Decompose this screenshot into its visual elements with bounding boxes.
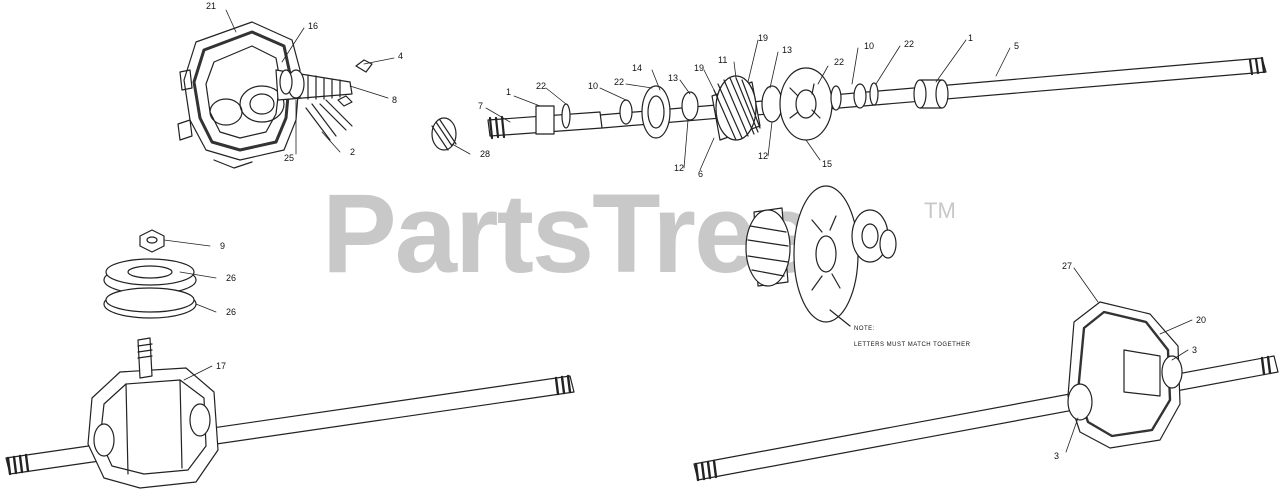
callout-11: 11 bbox=[718, 55, 728, 65]
callout-13: 13 bbox=[782, 45, 793, 55]
callout-22: 22 bbox=[904, 39, 915, 49]
callout-6: 6 bbox=[698, 169, 704, 179]
trademark-mark: TM bbox=[924, 198, 956, 223]
callout-16: 16 bbox=[308, 21, 319, 31]
note-text: LETTERS MUST MATCH TOGETHER bbox=[854, 342, 971, 348]
left-transaxle-assembly bbox=[5, 229, 575, 489]
callout-14: 14 bbox=[632, 63, 643, 73]
callout-9: 9 bbox=[220, 241, 226, 251]
callout-7: 7 bbox=[478, 101, 484, 111]
callout-19: 19 bbox=[694, 63, 705, 73]
callout-3: 3 bbox=[1054, 451, 1060, 461]
callout-12: 12 bbox=[674, 163, 685, 173]
clutch-disc-detail bbox=[745, 185, 897, 327]
callout-2: 2 bbox=[350, 147, 356, 157]
callout-28: 28 bbox=[480, 149, 491, 159]
callout-4: 4 bbox=[398, 51, 404, 61]
callout-20: 20 bbox=[1196, 315, 1207, 325]
callout-27: 27 bbox=[1062, 261, 1073, 271]
callout-13: 13 bbox=[668, 73, 679, 83]
callout-1: 1 bbox=[506, 87, 512, 97]
callout-26: 26 bbox=[226, 307, 237, 317]
partstree-watermark: PartsTree bbox=[322, 171, 817, 296]
callout-10: 10 bbox=[864, 41, 875, 51]
callout-3: 3 bbox=[1192, 345, 1198, 355]
callout-22: 22 bbox=[536, 81, 547, 91]
callout-5: 5 bbox=[1014, 41, 1020, 51]
main-shaft-exploded bbox=[431, 56, 1267, 151]
note-label: NOTE: bbox=[854, 326, 875, 332]
callout-17: 17 bbox=[216, 361, 227, 371]
callout-8: 8 bbox=[392, 95, 398, 105]
callout-22: 22 bbox=[834, 57, 845, 67]
right-transaxle-assembly bbox=[693, 301, 1279, 482]
callout-10: 10 bbox=[588, 81, 599, 91]
callout-26: 26 bbox=[226, 273, 237, 283]
callout-15: 15 bbox=[822, 159, 833, 169]
callout-21: 21 bbox=[206, 1, 217, 11]
callout-25: 25 bbox=[284, 153, 295, 163]
callout-19: 19 bbox=[758, 33, 769, 43]
callout-22: 22 bbox=[614, 77, 625, 87]
leader-lines bbox=[163, 9, 1193, 453]
housing-cover-assembly bbox=[177, 21, 373, 169]
callout-12: 12 bbox=[758, 151, 769, 161]
callout-1: 1 bbox=[968, 33, 974, 43]
